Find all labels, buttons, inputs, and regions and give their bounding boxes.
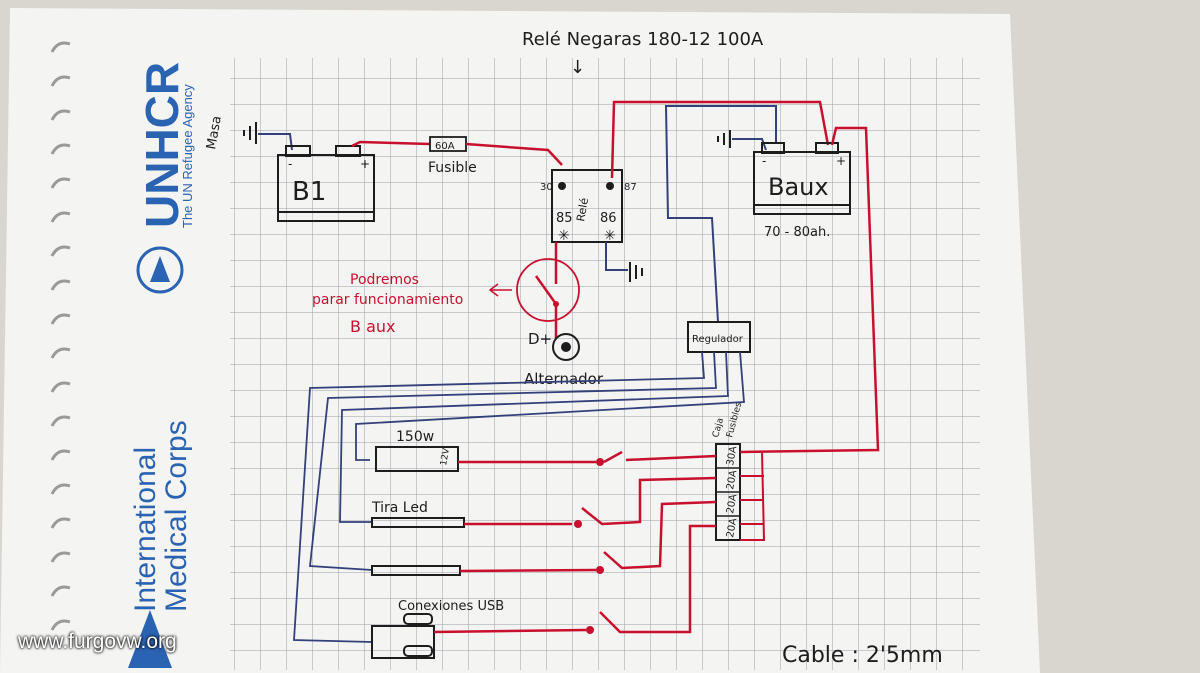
load-150w: 150w 12V xyxy=(375,429,459,472)
relay-box: 30 87 85 86 Relé ✳ ✳ xyxy=(540,169,637,244)
svg-text:85: 85 xyxy=(556,211,573,226)
svg-text:Relé: Relé xyxy=(574,197,591,223)
svg-text:✳: ✳ xyxy=(604,228,616,244)
svg-text:70 - 80ah.: 70 - 80ah. xyxy=(764,225,830,240)
svg-text:150w: 150w xyxy=(396,429,434,445)
grid-area xyxy=(230,58,980,670)
svg-text:Caja: Caja xyxy=(711,417,726,439)
fuse-3: 20A xyxy=(725,493,739,514)
svg-text:87: 87 xyxy=(624,182,637,193)
ground-symbol-relay xyxy=(629,262,643,282)
ground-symbol-b1 xyxy=(243,122,257,144)
imc-emblem-icon xyxy=(128,610,172,668)
relay-note: Relé Negaras 180-12 100A xyxy=(522,29,764,50)
blue-wires xyxy=(293,351,745,643)
imc-logo: International Medical Corps xyxy=(128,420,193,668)
cable-note: Cable : 2'5mm xyxy=(782,643,943,668)
svg-text:+: + xyxy=(360,157,370,171)
svg-text:60A: 60A xyxy=(435,141,455,152)
svg-text:Baux: Baux xyxy=(768,173,829,201)
svg-text:UNHCR: UNHCR xyxy=(136,62,188,228)
red-note-3: B aux xyxy=(350,317,395,336)
battery-b1: - + B1 xyxy=(277,145,375,222)
alternator-label: Alternador xyxy=(524,370,604,388)
spiral-binding xyxy=(50,41,71,631)
watermark: www.furgovw.org xyxy=(18,630,177,653)
svg-text:Conexiones USB: Conexiones USB xyxy=(398,599,504,614)
switch-circle xyxy=(516,258,580,322)
dplus-label: D+ xyxy=(528,330,552,348)
ground-symbol-baux xyxy=(717,130,731,148)
load-usb: Conexiones USB xyxy=(371,599,504,659)
svg-text:-: - xyxy=(762,154,766,168)
fuse-1: 30A xyxy=(725,445,739,466)
svg-text:-: - xyxy=(288,157,292,171)
relay-arrow: ↓ xyxy=(570,57,585,78)
regulator-box: Regulador xyxy=(687,321,751,353)
svg-text:International: International xyxy=(129,447,162,612)
svg-text:Regulador: Regulador xyxy=(692,334,744,345)
red-note-1: Podremos xyxy=(350,272,419,288)
battery-baux: - + Baux 70 - 80ah. xyxy=(753,142,851,240)
fuse-4: 20A xyxy=(725,517,739,538)
svg-text:Tira Led: Tira Led xyxy=(371,500,428,516)
fuse-label: Fusible xyxy=(428,160,477,176)
svg-text:+: + xyxy=(836,154,846,168)
unhcr-logo: UNHCR The UN Refugee Agency xyxy=(136,62,195,294)
svg-text:The UN Refugee Agency: The UN Refugee Agency xyxy=(180,84,195,228)
svg-text:86: 86 xyxy=(600,211,617,226)
unhcr-emblem-icon xyxy=(136,246,184,294)
svg-text:B1: B1 xyxy=(292,177,326,207)
svg-text:30: 30 xyxy=(540,182,553,193)
svg-text:12V: 12V xyxy=(439,447,452,467)
alternator-terminal xyxy=(552,333,580,361)
load-tira-led: Tira Led xyxy=(371,500,465,528)
svg-text:Medical Corps: Medical Corps xyxy=(160,420,193,612)
fuse-2: 20A xyxy=(725,469,739,490)
red-note-2: parar funcionamiento xyxy=(312,292,463,308)
svg-text:✳: ✳ xyxy=(558,228,570,244)
masa-label: Masa xyxy=(204,115,225,151)
